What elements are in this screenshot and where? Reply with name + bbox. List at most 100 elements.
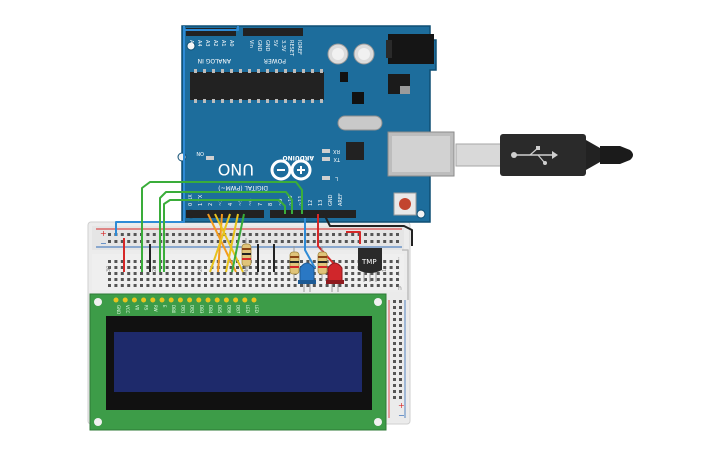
terminal-hole[interactable]: [152, 260, 156, 263]
resistor-2[interactable]: [317, 246, 328, 280]
terminal-hole[interactable]: [114, 272, 118, 275]
terminal-hole[interactable]: [229, 284, 233, 287]
rail-hole[interactable]: [114, 240, 118, 243]
terminal-hole[interactable]: [300, 260, 303, 263]
rail-hole[interactable]: [229, 233, 233, 236]
rail-hole[interactable]: [268, 240, 271, 243]
terminal-hole[interactable]: [389, 278, 393, 281]
terminal-hole[interactable]: [216, 272, 220, 275]
rail-hole[interactable]: [319, 240, 323, 243]
terminal-hole[interactable]: [393, 360, 396, 363]
terminal-hole[interactable]: [127, 278, 131, 281]
terminal-hole[interactable]: [399, 354, 402, 357]
terminal-hole[interactable]: [393, 396, 396, 399]
terminal-hole[interactable]: [184, 284, 188, 287]
terminal-hole[interactable]: [242, 278, 246, 281]
digital-pin-header-2[interactable]: [270, 210, 356, 218]
terminal-hole[interactable]: [223, 278, 227, 281]
rail-hole[interactable]: [204, 240, 207, 243]
terminal-hole[interactable]: [325, 284, 329, 287]
terminal-hole[interactable]: [152, 272, 156, 275]
terminal-hole[interactable]: [344, 272, 348, 275]
rail-hole[interactable]: [165, 240, 169, 243]
lcd-pin[interactable]: [233, 297, 239, 303]
rail-hole[interactable]: [242, 233, 246, 236]
terminal-hole[interactable]: [268, 278, 271, 281]
terminal-hole[interactable]: [159, 278, 163, 281]
rail-hole[interactable]: [312, 240, 316, 243]
terminal-hole[interactable]: [165, 284, 169, 287]
terminal-hole[interactable]: [248, 284, 252, 287]
terminal-hole[interactable]: [184, 272, 188, 275]
terminal-hole[interactable]: [268, 284, 271, 287]
terminal-hole[interactable]: [351, 260, 355, 263]
rail-hole[interactable]: [306, 240, 310, 243]
terminal-hole[interactable]: [242, 266, 246, 269]
terminal-hole[interactable]: [351, 278, 355, 281]
rail-hole[interactable]: [178, 240, 182, 243]
terminal-hole[interactable]: [399, 306, 402, 309]
terminal-hole[interactable]: [389, 266, 393, 269]
terminal-hole[interactable]: [191, 284, 195, 287]
terminal-hole[interactable]: [364, 278, 367, 281]
terminal-hole[interactable]: [399, 330, 402, 333]
terminal-hole[interactable]: [399, 348, 402, 351]
terminal-hole[interactable]: [178, 284, 182, 287]
rail-hole[interactable]: [338, 240, 342, 243]
terminal-hole[interactable]: [114, 266, 118, 269]
rail-hole[interactable]: [300, 233, 303, 236]
lcd-pin[interactable]: [251, 297, 257, 303]
terminal-hole[interactable]: [399, 300, 402, 303]
terminal-hole[interactable]: [393, 390, 396, 393]
rail-hole[interactable]: [351, 233, 355, 236]
terminal-hole[interactable]: [357, 278, 361, 281]
resistor-1[interactable]: [289, 246, 300, 280]
terminal-hole[interactable]: [376, 284, 380, 287]
terminal-hole[interactable]: [223, 266, 227, 269]
terminal-hole[interactable]: [393, 318, 396, 321]
terminal-hole[interactable]: [248, 266, 252, 269]
lcd-pin[interactable]: [168, 297, 174, 303]
terminal-hole[interactable]: [319, 278, 323, 281]
terminal-hole[interactable]: [255, 272, 259, 275]
terminal-hole[interactable]: [383, 272, 387, 275]
terminal-hole[interactable]: [325, 272, 329, 275]
terminal-hole[interactable]: [293, 278, 297, 281]
terminal-hole[interactable]: [396, 278, 399, 281]
rail-hole[interactable]: [268, 233, 271, 236]
terminal-hole[interactable]: [223, 272, 227, 275]
terminal-hole[interactable]: [287, 284, 291, 287]
terminal-hole[interactable]: [210, 272, 214, 275]
terminal-hole[interactable]: [108, 266, 111, 269]
rail-hole[interactable]: [287, 233, 291, 236]
terminal-hole[interactable]: [127, 260, 131, 263]
terminal-hole[interactable]: [120, 284, 124, 287]
terminal-hole[interactable]: [268, 266, 271, 269]
terminal-hole[interactable]: [393, 354, 396, 357]
terminal-hole[interactable]: [165, 278, 169, 281]
terminal-hole[interactable]: [364, 272, 367, 275]
lcd-pin[interactable]: [150, 297, 156, 303]
rail-hole[interactable]: [280, 240, 284, 243]
terminal-hole[interactable]: [165, 260, 169, 263]
terminal-hole[interactable]: [344, 278, 348, 281]
rail-hole[interactable]: [133, 240, 137, 243]
rail-hole[interactable]: [306, 233, 310, 236]
rail-hole[interactable]: [344, 240, 348, 243]
terminal-hole[interactable]: [108, 272, 111, 275]
terminal-hole[interactable]: [364, 284, 367, 287]
rail-hole[interactable]: [332, 240, 335, 243]
terminal-hole[interactable]: [236, 278, 239, 281]
rail-hole[interactable]: [325, 240, 329, 243]
terminal-hole[interactable]: [287, 260, 291, 263]
terminal-hole[interactable]: [172, 260, 175, 263]
terminal-hole[interactable]: [383, 260, 387, 263]
terminal-hole[interactable]: [312, 284, 316, 287]
terminal-hole[interactable]: [191, 278, 195, 281]
rail-hole[interactable]: [319, 233, 323, 236]
rail-hole[interactable]: [197, 240, 201, 243]
terminal-hole[interactable]: [146, 260, 150, 263]
terminal-hole[interactable]: [236, 284, 239, 287]
terminal-hole[interactable]: [393, 330, 396, 333]
